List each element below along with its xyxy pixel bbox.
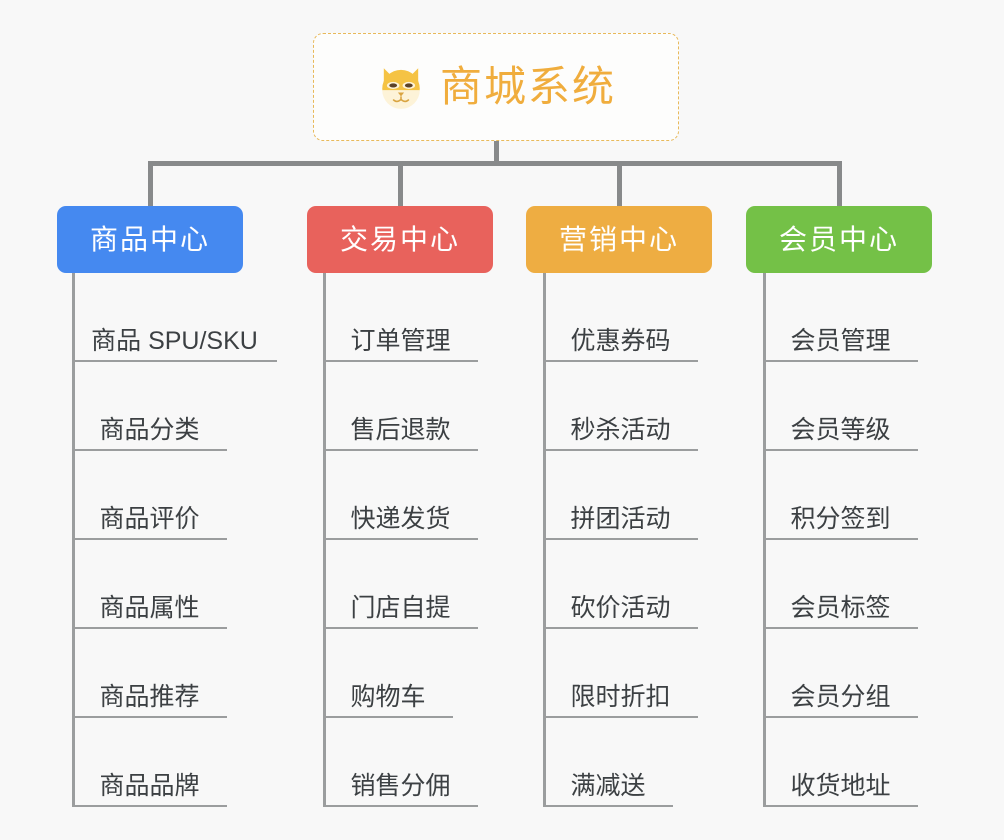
category-label-0: 商品中心 <box>89 223 210 255</box>
leaf-item[interactable]: 商品推荐 <box>72 629 227 718</box>
dog-face-icon <box>382 68 420 109</box>
leaf-label: 优惠券码 <box>570 327 671 355</box>
leaf-column-1: 订单管理 售后退款 快递发货 门店自提 购物车 销售分佣 <box>323 273 553 807</box>
leaf-item[interactable]: 会员标签 <box>763 540 918 629</box>
leaf-label: 商品评价 <box>99 505 200 533</box>
leaf-label: 秒杀活动 <box>570 416 671 444</box>
leaf-item[interactable]: 订单管理 <box>323 273 478 362</box>
leaf-item[interactable]: 商品分类 <box>72 362 227 451</box>
leaf-item[interactable]: 商品 SPU/SKU <box>72 273 277 362</box>
category-label-1: 交易中心 <box>339 223 460 255</box>
leaf-label: 商品品牌 <box>99 772 200 800</box>
leaf-item[interactable]: 砍价活动 <box>543 540 698 629</box>
leaf-item[interactable]: 拼团活动 <box>543 451 698 540</box>
leaf-spine-2 <box>543 273 546 807</box>
leaf-label: 门店自提 <box>350 594 451 622</box>
leaf-item[interactable]: 商品评价 <box>72 451 227 540</box>
leaf-spine-0 <box>72 273 75 807</box>
category-box-2[interactable]: 营销中心 <box>526 206 712 273</box>
leaf-label: 满减送 <box>570 772 646 800</box>
connector-root-stem <box>494 141 499 165</box>
category-box-1[interactable]: 交易中心 <box>307 206 493 273</box>
leaf-label: 商品推荐 <box>99 683 200 711</box>
leaf-spine-1 <box>323 273 326 807</box>
leaf-label: 限时折扣 <box>570 683 671 711</box>
leaf-label: 快递发货 <box>350 505 451 533</box>
leaf-label: 商品属性 <box>99 594 200 622</box>
leaf-item[interactable]: 会员管理 <box>763 273 918 362</box>
category-label-2: 营销中心 <box>558 223 679 255</box>
leaf-label: 拼团活动 <box>570 505 671 533</box>
category-box-0[interactable]: 商品中心 <box>57 206 243 273</box>
category-label-3: 会员中心 <box>778 223 899 255</box>
leaf-label: 售后退款 <box>350 416 451 444</box>
leaf-column-2: 优惠券码 秒杀活动 拼团活动 砍价活动 限时折扣 满减送 <box>543 273 773 807</box>
leaf-item[interactable]: 购物车 <box>323 629 453 718</box>
leaf-item[interactable]: 满减送 <box>543 718 673 807</box>
leaf-item[interactable]: 快递发货 <box>323 451 478 540</box>
category-box-3[interactable]: 会员中心 <box>746 206 932 273</box>
leaf-label: 商品 SPU/SKU <box>91 327 258 355</box>
leaf-item[interactable]: 售后退款 <box>323 362 478 451</box>
leaf-label: 会员分组 <box>790 683 891 711</box>
leaf-item[interactable]: 收货地址 <box>763 718 918 807</box>
leaf-item[interactable]: 优惠券码 <box>543 273 698 362</box>
root-node[interactable]: 商城系统 <box>313 33 679 141</box>
leaf-label: 会员标签 <box>790 594 891 622</box>
root-label: 商城系统 <box>439 63 616 110</box>
leaf-item[interactable]: 秒杀活动 <box>543 362 698 451</box>
leaf-item[interactable]: 会员分组 <box>763 629 918 718</box>
leaf-label: 购物车 <box>350 683 426 711</box>
leaf-label: 商品分类 <box>99 416 200 444</box>
leaf-spine-3 <box>763 273 766 807</box>
leaf-item[interactable]: 销售分佣 <box>323 718 478 807</box>
leaf-item[interactable]: 门店自提 <box>323 540 478 629</box>
leaf-label: 积分签到 <box>790 505 891 533</box>
leaf-column-3: 会员管理 会员等级 积分签到 会员标签 会员分组 收货地址 <box>763 273 993 807</box>
connector-drop-2 <box>617 161 622 207</box>
leaf-item[interactable]: 限时折扣 <box>543 629 698 718</box>
leaf-label: 会员管理 <box>790 327 891 355</box>
leaf-label: 收货地址 <box>790 772 891 800</box>
connector-drop-0 <box>148 161 153 207</box>
leaf-item[interactable]: 积分签到 <box>763 451 918 540</box>
connector-drop-3 <box>837 161 842 207</box>
leaf-label: 订单管理 <box>350 327 451 355</box>
leaf-item[interactable]: 商品品牌 <box>72 718 227 807</box>
leaf-label: 销售分佣 <box>350 772 451 800</box>
leaf-label: 会员等级 <box>790 416 891 444</box>
leaf-label: 砍价活动 <box>570 594 671 622</box>
leaf-column-0: 商品 SPU/SKU 商品分类 商品评价 商品属性 商品推荐 商品品牌 <box>72 273 302 807</box>
connector-horizontal-bus <box>150 161 840 166</box>
leaf-item[interactable]: 商品属性 <box>72 540 227 629</box>
connector-drop-1 <box>398 161 403 207</box>
leaf-item[interactable]: 会员等级 <box>763 362 918 451</box>
